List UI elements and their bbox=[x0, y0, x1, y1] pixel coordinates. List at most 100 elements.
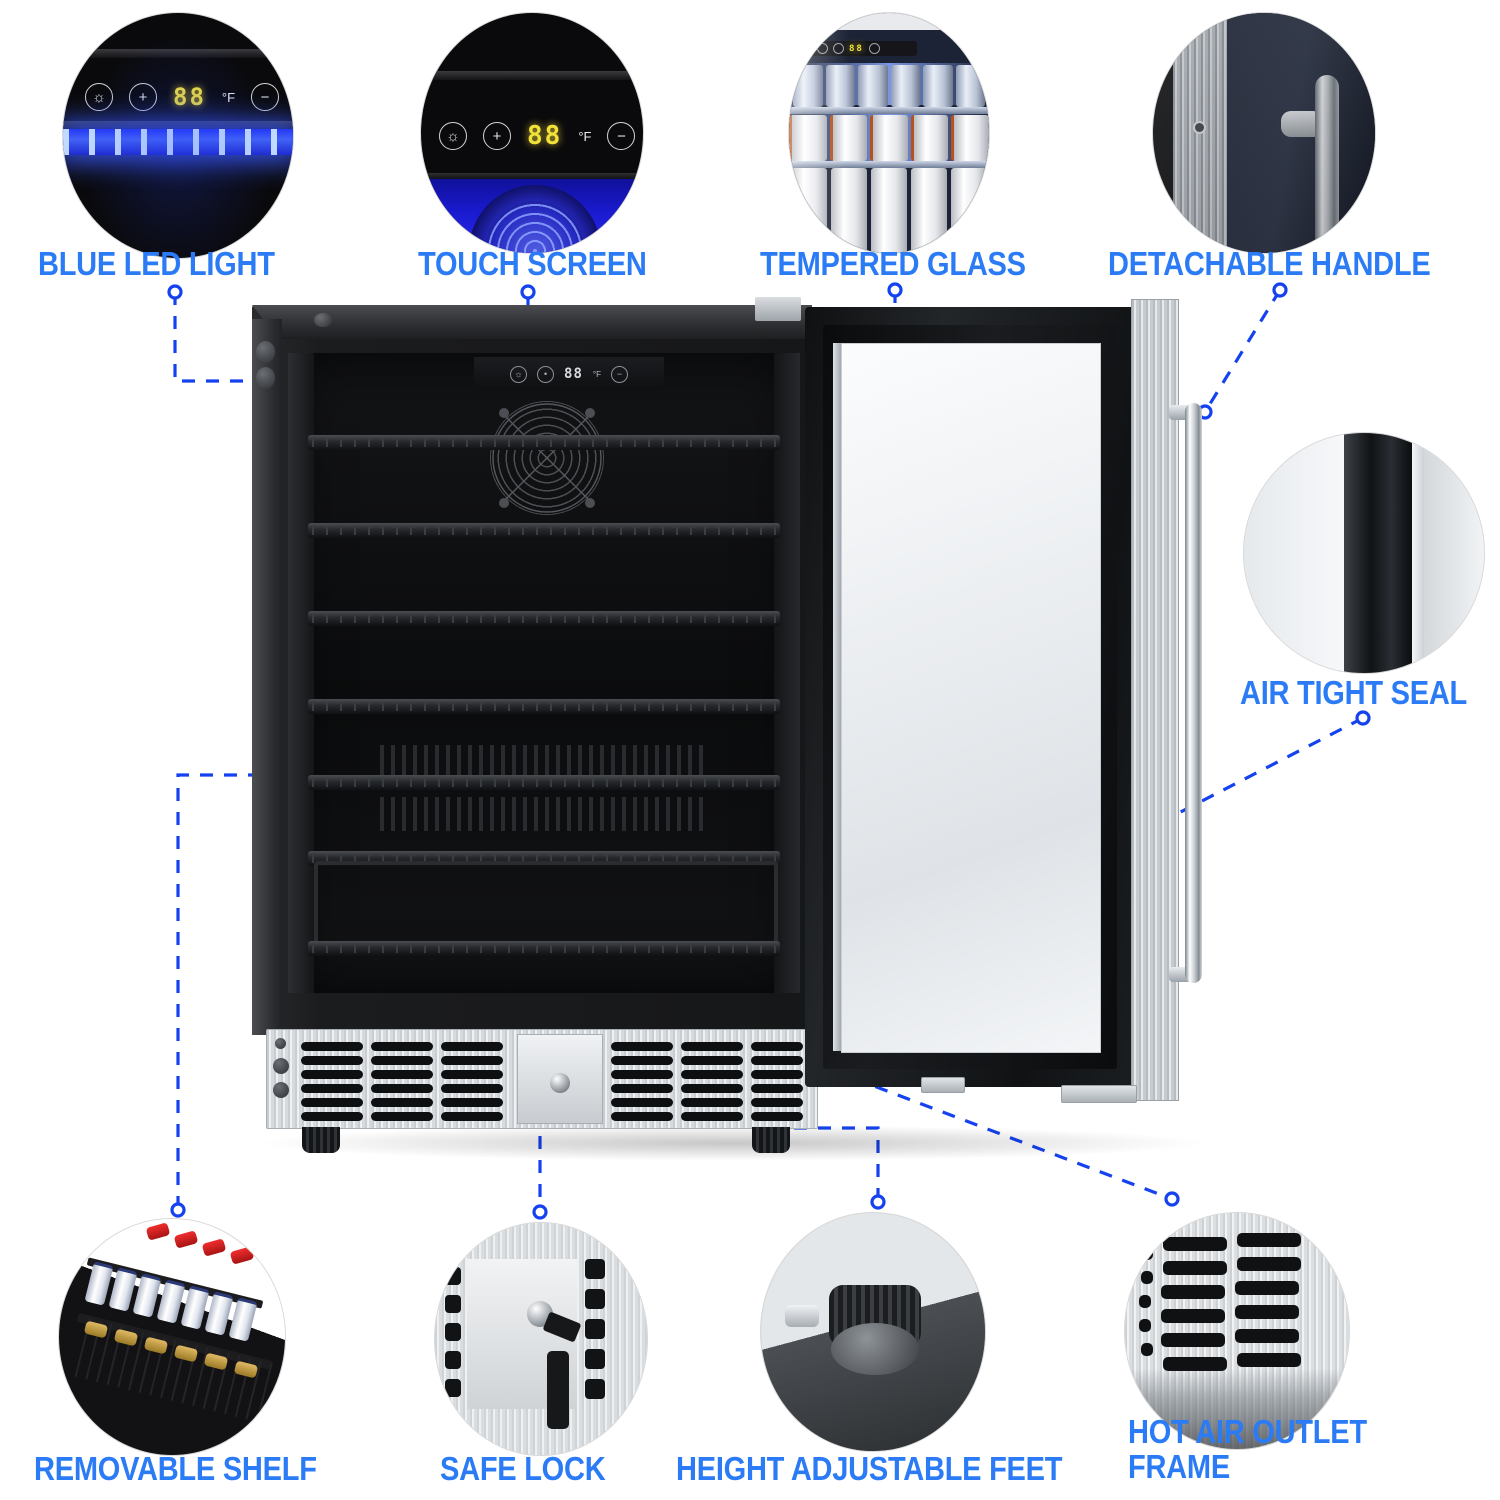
can bbox=[890, 65, 920, 107]
vent-slot bbox=[371, 1112, 433, 1121]
can bbox=[789, 115, 827, 161]
lock-cylinder-icon[interactable] bbox=[550, 1073, 570, 1093]
can bbox=[858, 65, 888, 107]
hot-air-outlet-grille bbox=[266, 1029, 818, 1129]
interior-wall-right bbox=[774, 353, 800, 993]
vent-slot bbox=[681, 1112, 743, 1121]
vent-slot bbox=[441, 1042, 503, 1051]
vent-slot bbox=[611, 1098, 673, 1107]
leveling-bolt-icon bbox=[273, 1082, 289, 1098]
vent-slot bbox=[611, 1084, 673, 1093]
vent-slot bbox=[751, 1070, 803, 1079]
detail-safe-lock bbox=[434, 1222, 648, 1456]
vent-slot bbox=[441, 1084, 503, 1093]
vent-slot bbox=[441, 1070, 503, 1079]
leveling-bolt-icon bbox=[273, 1058, 289, 1074]
bulb-icon: ☼ bbox=[85, 83, 113, 111]
tempered-glass-panel bbox=[841, 343, 1101, 1053]
vent-slot bbox=[751, 1042, 803, 1051]
can bbox=[951, 168, 987, 253]
hinge-screw-icon bbox=[256, 367, 275, 389]
vent-slot bbox=[301, 1112, 363, 1121]
vent-slot bbox=[445, 1351, 461, 1369]
minus-icon: − bbox=[607, 122, 636, 150]
can bbox=[793, 65, 823, 107]
minus-icon: − bbox=[251, 83, 280, 111]
product-image: ☼ • 88 °F − bbox=[252, 297, 1272, 1161]
detail-air-tight-seal bbox=[1243, 432, 1485, 674]
glass-edge bbox=[833, 343, 842, 1051]
rear-vent-grill bbox=[380, 745, 704, 779]
bulb-icon bbox=[817, 43, 828, 54]
vent-slot bbox=[445, 1379, 461, 1397]
vent-slot bbox=[441, 1112, 503, 1121]
detail-control-row: ☼ + 88 °F − bbox=[85, 83, 280, 111]
vent-slot bbox=[585, 1259, 605, 1279]
vent-slot bbox=[371, 1070, 433, 1079]
vent-slot bbox=[681, 1056, 743, 1065]
wire-shelf[interactable] bbox=[308, 941, 780, 956]
callout-label-tempered-glass: TEMPERED GLASS bbox=[760, 245, 1026, 282]
vent-slot bbox=[585, 1349, 605, 1369]
vent-slot bbox=[371, 1084, 433, 1093]
vent-slot bbox=[445, 1295, 461, 1313]
plus-icon[interactable]: • bbox=[537, 365, 555, 383]
callout-label-removable-shelf: REMOVABLE SHELF bbox=[34, 1450, 317, 1487]
adjustable-foot bbox=[302, 1127, 340, 1153]
vent-slot bbox=[611, 1112, 673, 1121]
cabinet-top-edge bbox=[252, 305, 812, 339]
control-panel[interactable]: ☼ • 88 °F − bbox=[474, 357, 664, 391]
vent-slot bbox=[441, 1056, 503, 1065]
wire-shelf[interactable] bbox=[308, 523, 780, 538]
plus-icon: + bbox=[129, 83, 157, 111]
can-row-bottom bbox=[791, 168, 987, 253]
detail-touch-control-row: ☼ + 88 °F − bbox=[439, 121, 636, 151]
temp-display: 88 bbox=[527, 121, 563, 151]
key-fob bbox=[547, 1351, 569, 1429]
glass-door[interactable] bbox=[755, 297, 1217, 1103]
wire-shelf[interactable] bbox=[308, 611, 780, 626]
temp-display: 88 bbox=[849, 44, 864, 54]
detail-hot-air-outlet-frame bbox=[1124, 1212, 1350, 1450]
detachable-handle[interactable] bbox=[1185, 403, 1202, 983]
wire-shelf[interactable] bbox=[308, 699, 780, 714]
unit-label: °F bbox=[222, 90, 235, 105]
hinge-bottom bbox=[1061, 1085, 1137, 1103]
vent-slot bbox=[371, 1042, 433, 1051]
vent-slot bbox=[681, 1098, 743, 1107]
vent-slot bbox=[301, 1084, 363, 1093]
detail-removable-shelf bbox=[58, 1218, 286, 1456]
vent-slot bbox=[611, 1070, 673, 1079]
circulation-fan bbox=[490, 401, 604, 515]
wire-shelf[interactable] bbox=[308, 435, 780, 450]
vent-slot bbox=[681, 1084, 743, 1093]
detail-blue-led-light: ☼ + 88 °F − bbox=[62, 12, 294, 259]
rear-vent-grill bbox=[380, 797, 704, 831]
hinge-screw-icon bbox=[256, 341, 275, 363]
minus-icon[interactable]: − bbox=[610, 365, 628, 383]
callout-label-air-tight-seal: AIR TIGHT SEAL bbox=[1240, 674, 1468, 711]
can bbox=[923, 65, 953, 107]
vent-slot bbox=[585, 1379, 605, 1399]
cabinet-left-edge bbox=[252, 319, 282, 1035]
can bbox=[791, 168, 827, 253]
lock-plate[interactable] bbox=[517, 1034, 603, 1124]
unit-label: °F bbox=[578, 128, 592, 144]
bulb-icon[interactable]: ☼ bbox=[510, 365, 528, 383]
can bbox=[871, 168, 907, 253]
callout-label-hot-air-outlet-frame: HOT AIR OUTLET FRAME bbox=[1128, 1413, 1367, 1485]
hinge-screw-icon bbox=[314, 313, 332, 327]
led-strip bbox=[63, 129, 293, 155]
can bbox=[955, 65, 985, 107]
callout-label-safe-lock: SAFE LOCK bbox=[440, 1450, 606, 1487]
detail-tempered-glass: 88 bbox=[788, 12, 990, 254]
detail-mini-panel: 88 bbox=[811, 41, 917, 56]
vent-slot bbox=[681, 1042, 743, 1051]
vent-slot bbox=[751, 1112, 803, 1121]
interior-wall-left bbox=[288, 353, 314, 993]
can-row-middle bbox=[789, 115, 989, 161]
plus-icon bbox=[833, 43, 844, 54]
can-row-top bbox=[793, 65, 985, 107]
wire-shelf[interactable] bbox=[308, 775, 780, 790]
